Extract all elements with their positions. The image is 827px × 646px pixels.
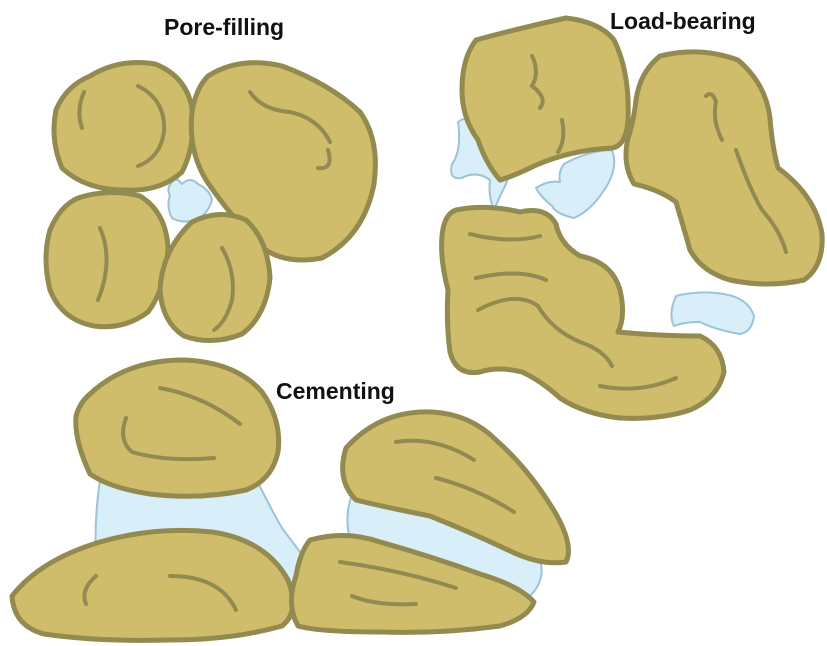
grain-lb-2	[626, 52, 822, 284]
pore-filling-group	[46, 63, 375, 341]
label-load-bearing: Load-bearing	[610, 8, 756, 35]
grain-cm-1	[76, 360, 279, 496]
grain-cm-3	[12, 530, 293, 640]
label-pore-filling: Pore-filling	[164, 14, 284, 41]
label-cementing: Cementing	[276, 378, 395, 405]
hydrate-lb-3	[671, 292, 754, 334]
grain-pf-4	[160, 214, 270, 340]
load-bearing-group	[442, 18, 823, 418]
grain-pf-1	[54, 63, 193, 191]
